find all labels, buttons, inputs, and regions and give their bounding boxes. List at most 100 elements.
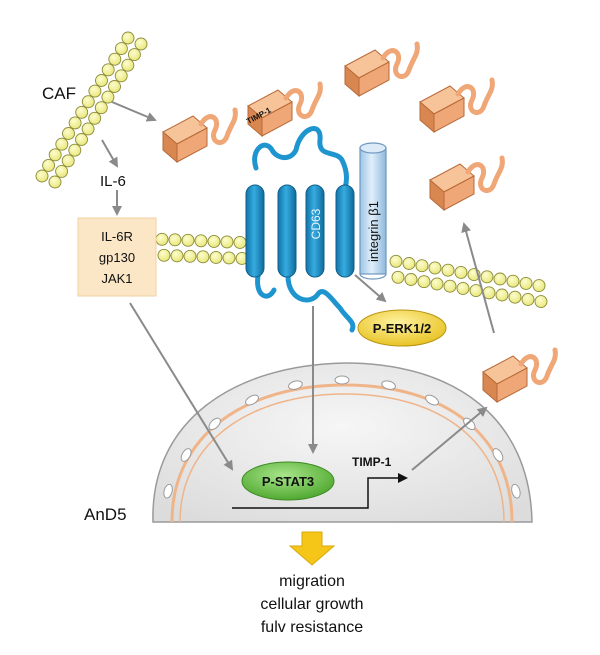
lipid-bead: [168, 233, 182, 247]
transcription-arrow: [232, 473, 408, 509]
integrin-beta1: integrin β1: [359, 142, 387, 280]
cd63-label: CD63: [309, 208, 323, 239]
arrow-caf-to-il6: [101, 139, 118, 168]
lipid-bead: [443, 279, 457, 293]
nucleus: [152, 362, 533, 523]
arrow-timp1-secretion: [461, 222, 495, 334]
jak1-label: JAK1: [101, 271, 132, 286]
timp1-protein: TIMP-1: [245, 84, 320, 136]
lipid-bead: [391, 270, 405, 284]
timp1-protein: [430, 158, 502, 210]
il6r-label: IL-6R: [101, 229, 133, 244]
lipid-bead: [157, 248, 171, 262]
lipid-bead: [209, 250, 223, 264]
lipid-bead: [75, 105, 89, 119]
lipid-bead: [534, 295, 548, 309]
outcome-arrow: [288, 531, 336, 566]
nuclear-pore: [381, 380, 396, 390]
lipid-bead: [519, 276, 533, 290]
nuclear-pore: [245, 394, 259, 406]
nuclear-pore: [463, 417, 476, 431]
timp1-protein: [345, 44, 417, 96]
lipid-bead: [88, 111, 102, 125]
lipid-bead: [480, 270, 494, 284]
lipid-bead: [402, 257, 416, 270]
lipid-bead: [233, 235, 247, 249]
lipid-bead: [415, 259, 429, 273]
lipid-bead: [55, 164, 69, 178]
timp1-gene-label: TIMP-1: [352, 455, 392, 469]
lipid-bead: [48, 148, 62, 162]
lipid-bead: [389, 254, 403, 268]
lipid-bead: [404, 273, 418, 286]
lipid-bead: [114, 42, 128, 56]
integrin-label: integrin β1: [366, 201, 381, 262]
lipid-bead: [75, 133, 88, 146]
nuclear-pore: [288, 380, 303, 390]
lipid-bead: [81, 122, 95, 136]
pstat3-node: P-STAT3: [241, 461, 335, 501]
lipid-bead: [121, 58, 135, 72]
lipid-bead: [61, 154, 75, 168]
lipid-bead: [81, 95, 95, 109]
il6-receptor-complex: IL-6R gp130 JAK1: [77, 217, 157, 297]
nuclear-pore: [163, 483, 173, 499]
lipid-bead: [508, 290, 522, 304]
nuclear-pore: [425, 394, 439, 406]
arrow-receptor-to-pstat3: [129, 302, 234, 471]
nuclear-pores: [163, 375, 521, 499]
lipid-bead: [207, 234, 221, 248]
lipid-bead: [108, 52, 122, 66]
caf-label: CAF: [42, 84, 76, 103]
lipid-bead: [48, 175, 62, 189]
timp1-protein: [483, 350, 555, 402]
nuclear-pore: [492, 448, 504, 462]
lipid-bead: [114, 69, 128, 83]
lipid-bead: [506, 274, 520, 288]
lipid-bead: [94, 101, 108, 115]
lipid-bead: [493, 272, 507, 286]
lipid-bead: [456, 281, 470, 295]
lipid-bead: [108, 80, 121, 93]
lipid-bead: [68, 143, 82, 157]
outcome-growth: cellular growth: [260, 596, 363, 613]
timp1-protein: [420, 80, 492, 132]
pstat3-label: P-STAT3: [262, 474, 314, 489]
arrows: [101, 101, 495, 471]
lipid-bead: [430, 277, 444, 291]
arrow-caf-to-timp1: [111, 101, 157, 122]
lipid-bead: [101, 63, 115, 77]
nuclear-pore: [334, 375, 350, 385]
cell-membrane: [155, 232, 548, 309]
lipid-bead: [183, 249, 197, 263]
lipid-bead: [222, 251, 236, 265]
outcome-migration: migration: [279, 573, 345, 590]
lipid-bead: [196, 250, 210, 264]
lipid-bead: [134, 37, 148, 51]
lipid-bead: [170, 249, 184, 263]
lipid-bead: [220, 235, 234, 249]
lipid-bead: [441, 263, 455, 277]
lipid-bead: [95, 74, 108, 87]
lipid-bead: [68, 116, 82, 130]
cd63-tetraspanin: CD63: [245, 126, 356, 333]
lipid-bead: [521, 292, 535, 306]
lipid-bead: [428, 261, 442, 275]
nuclear-pore: [208, 417, 221, 431]
lipid-bead: [127, 48, 141, 62]
cell-line-label: AnD5: [84, 505, 127, 524]
caf-lipid-chain: [35, 31, 148, 189]
nuclear-pore: [511, 483, 521, 499]
lipid-bead: [454, 265, 468, 279]
arrow-to-perk: [354, 274, 387, 303]
lipid-bead: [155, 232, 169, 246]
lipid-bead: [121, 31, 135, 45]
perk-label: P-ERK1/2: [373, 321, 432, 336]
lipid-bead: [88, 84, 102, 98]
lipid-bead: [417, 275, 431, 289]
il6-label: IL-6: [100, 173, 126, 190]
lipid-bead: [495, 288, 509, 302]
timp1-protein: [163, 110, 235, 162]
